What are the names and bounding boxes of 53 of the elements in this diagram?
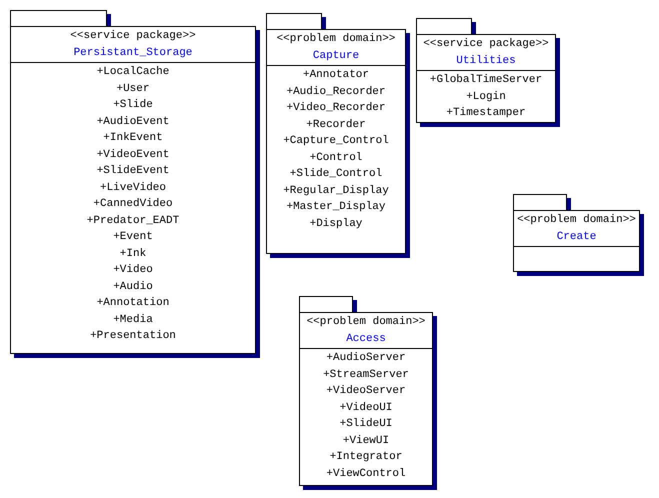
stereotype-label: <<problem domain>> (276, 32, 396, 47)
member-label: +Timestamper (446, 106, 526, 121)
member-label: +Master_Display (286, 200, 386, 215)
member-label: +StreamServer (323, 368, 409, 382)
member-label: +Capture_Control (283, 134, 389, 149)
member-label: +Media (113, 312, 153, 328)
member-label: +Recorder (306, 118, 366, 132)
package-name: Utilities (456, 54, 516, 68)
stereotype-label: <<service package>> (70, 29, 196, 44)
package-symbol (10, 10, 260, 358)
member-label: +CannedVideo (93, 197, 173, 212)
member-label: +Presentation (90, 329, 176, 344)
member-label: +LocalCache (96, 65, 170, 80)
member-label: +Control (310, 150, 362, 166)
member-label: +Event (113, 230, 153, 245)
member-label: +Predator_EADT (86, 214, 180, 228)
member-label: +Regular_Display (283, 184, 389, 198)
member-label: +User (116, 82, 150, 96)
package-symbol (299, 296, 437, 490)
member-label: +VideoEvent (96, 148, 170, 162)
package-name: Create (556, 230, 596, 244)
member-label: +LiveVideo (100, 180, 166, 196)
member-label: +Display (310, 216, 362, 232)
package-name: Capture (312, 48, 360, 64)
member-label: +AudioEvent (96, 114, 170, 130)
member-label: +Integrator (330, 450, 402, 465)
member-label: +Video (113, 263, 153, 278)
member-label: +Audio_Recorder (286, 84, 386, 100)
package-symbol (513, 194, 644, 276)
member-label: +SlideEvent (96, 164, 170, 179)
member-label: +InkEvent (103, 131, 163, 146)
member-label: +Login (466, 90, 506, 104)
member-label: +VideoUI (340, 400, 392, 416)
member-label: +Annotation (96, 296, 170, 311)
member-label: +Audio (113, 280, 153, 294)
member-label: +ViewUI (342, 434, 390, 448)
member-label: +Slide (113, 98, 153, 113)
stereotype-label: <<problem domain>> (306, 315, 426, 330)
member-label: +VideoServer (326, 384, 406, 399)
package-name: Persistant_Storage (74, 46, 192, 60)
member-label: +Slide_Control (290, 167, 382, 182)
stereotype-label: <<problem domain>> (517, 213, 636, 228)
member-label: +SlideUI (340, 417, 392, 432)
member-label: +ViewControl (326, 466, 406, 482)
member-label: +Video_Recorder (286, 101, 386, 116)
package-symbol (416, 18, 560, 127)
member-label: +Annotator (302, 68, 369, 83)
package-symbol (266, 13, 410, 258)
member-label: +GlobalTimeServer (430, 73, 542, 88)
package-name: Access (346, 332, 386, 346)
member-label: +Ink (120, 246, 146, 262)
stereotype-label: <<service package>> (423, 37, 549, 52)
member-label: +AudioServer (326, 351, 406, 366)
